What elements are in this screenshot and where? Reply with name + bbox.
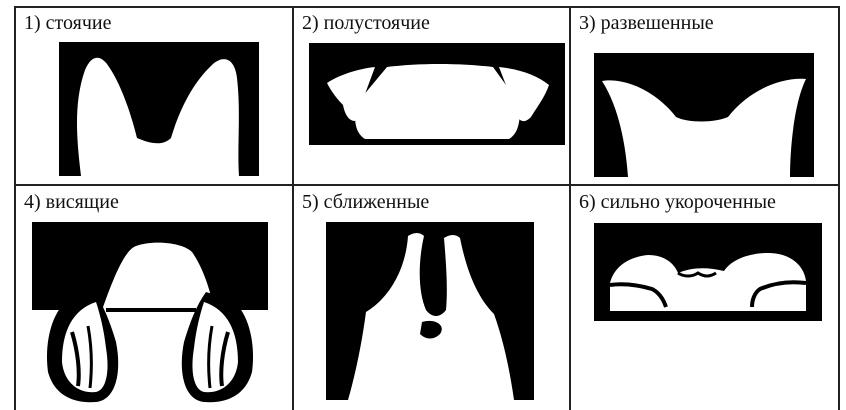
close-set-ears-illustration: [326, 222, 534, 400]
table-border-top: [14, 6, 840, 8]
cell-label-semi-standing: 2) полустоячие: [302, 13, 430, 33]
standing-ears-illustration: [59, 42, 259, 176]
table-border-left: [14, 6, 16, 410]
table-divider-2: [569, 6, 571, 410]
hanging-ears-illustration: [32, 222, 268, 410]
spread-ears-illustration: [594, 53, 814, 177]
semi-standing-ears-illustration: [309, 43, 565, 145]
cell-label-hanging: 4) висящие: [24, 192, 119, 212]
cell-label-strongly-shortened: 6) сильно укороченные: [579, 192, 776, 212]
strongly-shortened-ears-illustration: [594, 223, 822, 321]
table-border-right: [838, 6, 840, 410]
cell-label-standing: 1) стоячие: [24, 13, 111, 33]
table-row-divider: [14, 184, 840, 186]
cell-label-close-set: 5) сближенные: [302, 192, 429, 212]
cell-label-spread: 3) развешенные: [579, 13, 714, 33]
ear-types-table: 1) стоячие 2) полустоячие 3) развешенные…: [14, 6, 840, 410]
table-divider-1: [292, 6, 294, 410]
